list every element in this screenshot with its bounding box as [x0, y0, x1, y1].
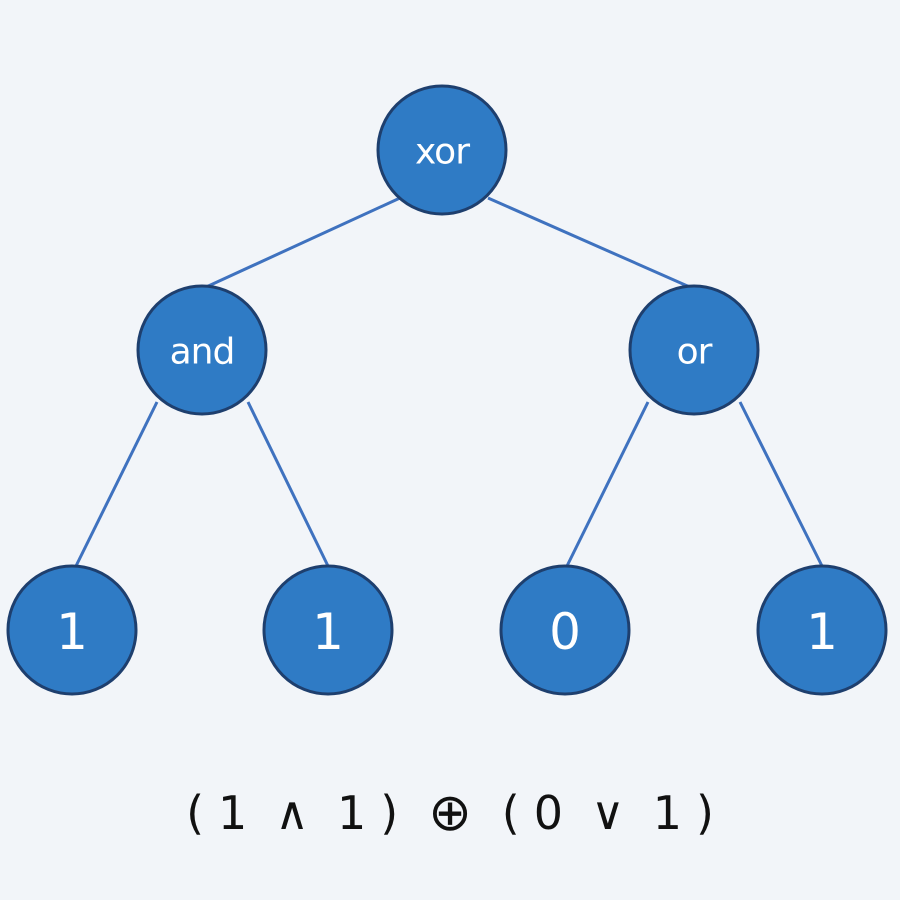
- node-or-label: or: [677, 332, 713, 373]
- expr-right-operand-a: 0: [533, 786, 564, 840]
- edge-or-leaf-4: [738, 401, 824, 567]
- edge-and-leaf-1: [74, 401, 159, 567]
- leaf-node-2: 1: [262, 564, 394, 696]
- edge-or-leaf-3: [565, 401, 650, 567]
- expr-left-operand-a: 1: [218, 786, 248, 840]
- expr-and-symbol: ∧: [275, 786, 309, 840]
- tree-edges: [74, 196, 824, 567]
- node-and-circle: [136, 284, 268, 416]
- expr-left-operand-b: 1: [336, 786, 367, 840]
- expr-open-paren-right: (: [501, 786, 520, 840]
- node-or-circle: [628, 284, 760, 416]
- leaf-node-1-label: 1: [56, 603, 88, 661]
- expr-close-paren-right: ): [695, 786, 714, 840]
- leaf-node-2-label: 1: [312, 603, 344, 661]
- node-and: and: [136, 284, 268, 416]
- leaf-node-3-circle: [499, 564, 631, 696]
- leaf-node-2-circle: [262, 564, 394, 696]
- leaf-node-3: 0: [499, 564, 631, 696]
- leaf-node-1: 1: [6, 564, 138, 696]
- edge-xor-or: [487, 196, 693, 290]
- expr-right-operand-b: 1: [652, 786, 682, 840]
- node-xor-circle: [376, 84, 508, 216]
- leaf-node-4: 1: [756, 564, 888, 696]
- leaf-node-4-circle: [756, 564, 888, 696]
- edge-xor-and: [203, 196, 401, 290]
- boolean-expression: ( 1 ∧ 1 ) ⊕ ( 0 ∨ 1 ): [0, 778, 900, 848]
- edge-and-leaf-2: [246, 401, 330, 567]
- leaf-node-4-label: 1: [806, 603, 838, 661]
- expr-close-paren-left: ): [380, 786, 399, 840]
- expr-open-paren-left: (: [186, 786, 205, 840]
- leaf-node-3-label: 0: [549, 603, 581, 661]
- node-or: or: [628, 284, 760, 416]
- leaf-node-1-circle: [6, 564, 138, 696]
- node-xor: xor: [376, 84, 508, 216]
- node-xor-label: xor: [415, 132, 470, 173]
- expr-or-symbol: ∨: [591, 786, 625, 840]
- node-and-label: and: [170, 332, 235, 373]
- expr-xor-symbol: ⊕: [428, 783, 472, 843]
